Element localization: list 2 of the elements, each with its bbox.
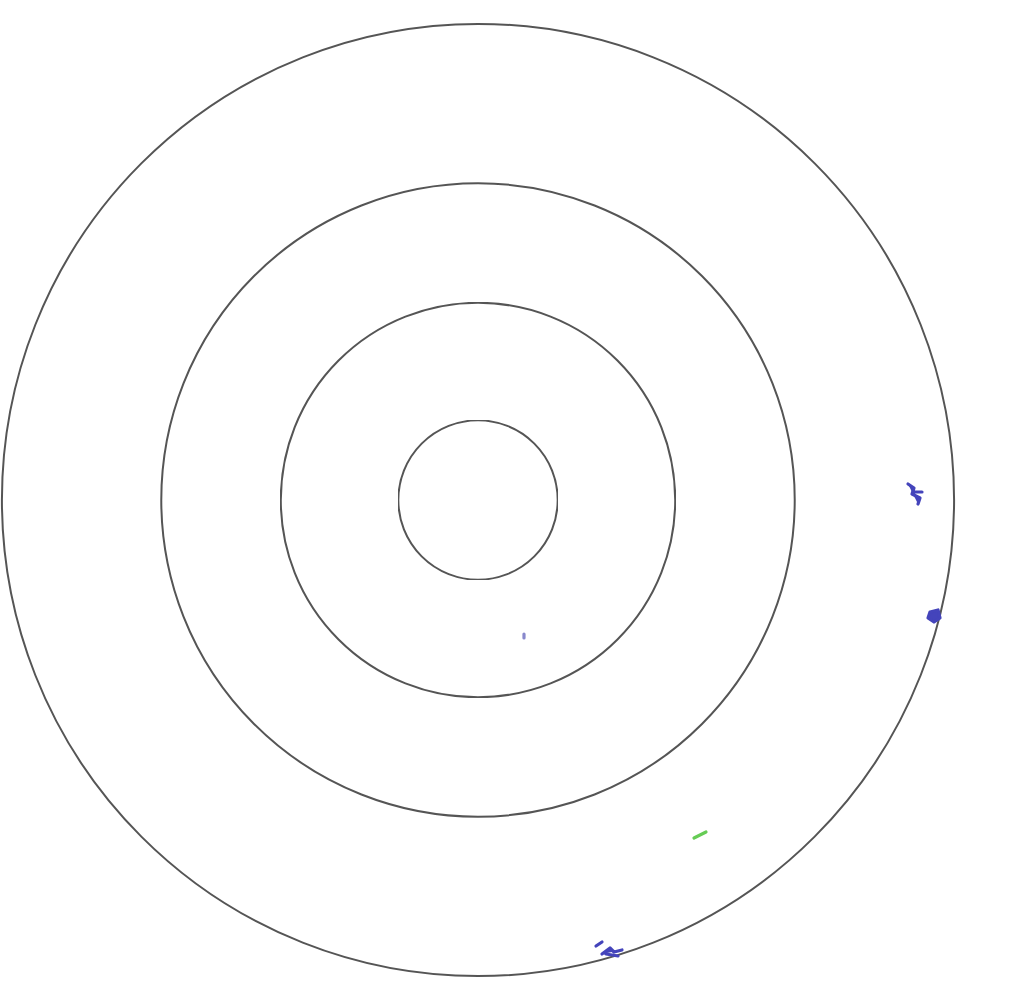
ring-circle	[0, 22, 956, 978]
ring-circle	[160, 182, 796, 818]
